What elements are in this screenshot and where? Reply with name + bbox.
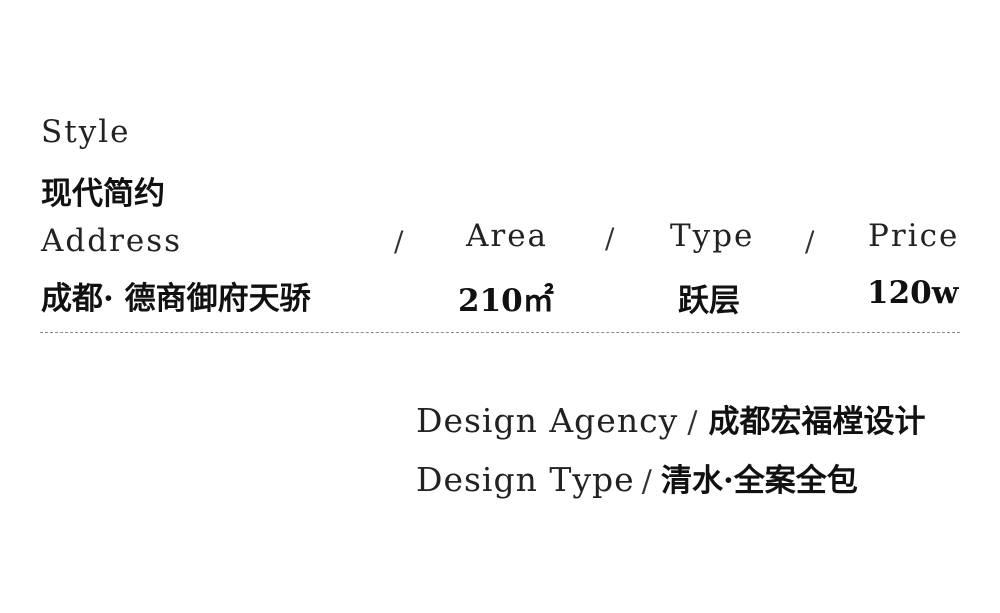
design-type-label: Design Type	[416, 460, 635, 499]
design-type-line: Design Type / 清水·全案全包	[416, 455, 858, 500]
separator-slash: /	[605, 222, 615, 255]
dashed-divider	[40, 332, 960, 333]
address-value: 成都· 德商御府天骄	[41, 281, 311, 317]
address-label: Address	[41, 223, 183, 259]
style-label: Style	[41, 114, 131, 150]
area-value: 210㎡	[458, 283, 554, 319]
design-agency-line: Design Agency / 成都宏福樘设计	[416, 396, 926, 441]
price-value: 120w	[867, 275, 959, 311]
design-agency-label: Design Agency	[416, 401, 679, 440]
separator-slash: /	[641, 464, 652, 499]
price-label: Price	[868, 218, 960, 254]
separator-slash: /	[805, 225, 815, 258]
design-agency-value: 成都宏福樘设计	[708, 404, 926, 440]
design-type-value: 清水·全案全包	[660, 463, 858, 499]
type-value: 跃层	[678, 283, 740, 319]
separator-slash: /	[687, 405, 698, 440]
style-value: 现代简约	[41, 176, 165, 212]
area-label: Area	[466, 218, 549, 254]
separator-slash: /	[394, 225, 404, 258]
type-label: Type	[670, 218, 755, 254]
